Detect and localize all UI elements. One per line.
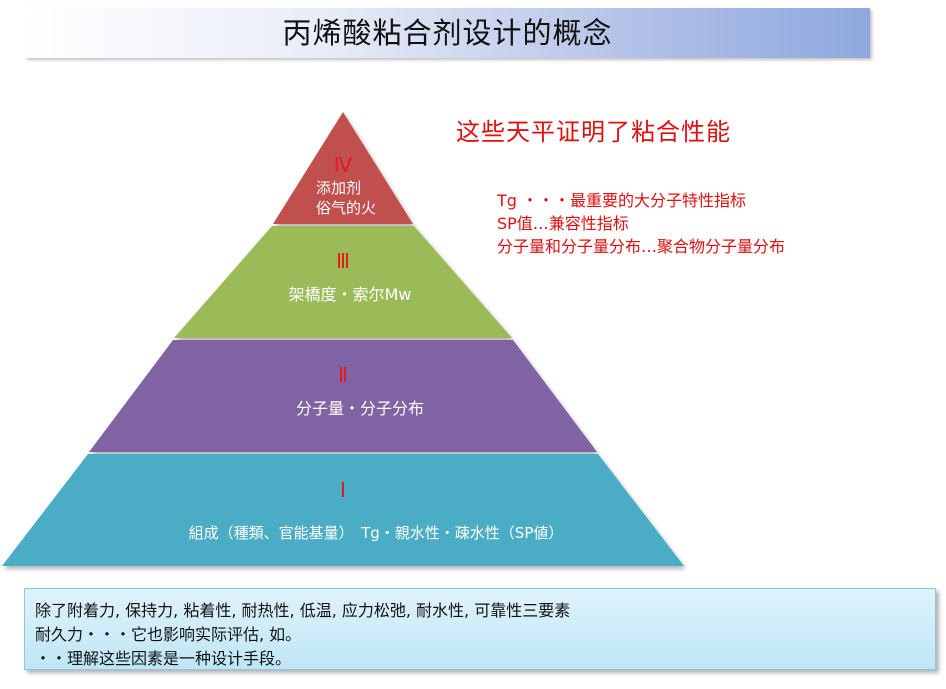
- notes-block: Tg ・・・最重要的大分子特性指标 SP值…兼容性指标 分子量和分子量分布…聚合…: [497, 189, 785, 258]
- summary-line-1: 除了附着力, 保持力, 粘着性, 耐热性, 低温, 应力松弛, 耐水性, 可靠性…: [35, 601, 571, 620]
- tier-3-label: 架橋度・索尔Mw: [289, 285, 412, 304]
- page-title: 丙烯酸粘合剂设计的概念: [282, 16, 613, 50]
- note-sp: SP值…兼容性指标: [497, 214, 629, 233]
- headline: 这些天平证明了粘合性能: [456, 118, 731, 146]
- tier-2-shape: [89, 340, 597, 452]
- tier-4-line-2: 俗气的火: [316, 199, 376, 217]
- tier-3-shape: [174, 226, 512, 338]
- tier-4-roman: Ⅳ: [334, 153, 353, 177]
- tier-4-line-1: 添加剂: [316, 179, 361, 197]
- note-tg: Tg ・・・最重要的大分子特性指标: [497, 191, 747, 210]
- summary-box: 除了附着力, 保持力, 粘着性, 耐热性, 低温, 应力松弛, 耐水性, 可靠性…: [24, 588, 936, 670]
- tier-4-shape: [273, 112, 413, 224]
- tier-2-roman: Ⅱ: [338, 363, 348, 387]
- tier-2-label: 分子量・分子分布: [296, 399, 424, 418]
- tier-1-shape: [2, 454, 684, 566]
- title-bar: 丙烯酸粘合剂设计的概念: [25, 8, 870, 58]
- tier-1-roman: Ⅰ: [340, 478, 346, 502]
- note-mw: 分子量和分子量分布…聚合物分子量分布: [497, 237, 786, 256]
- tier-1-label: 組成（種類、官能基量） Tg・親水性・疎水性（SP値）: [189, 524, 564, 542]
- summary-line-2: 耐久力・・・它也影响实际评估, 如。: [35, 625, 302, 644]
- tier-3-roman: Ⅲ: [336, 249, 350, 273]
- summary-line-3: ・・理解这些因素是一种设计手段。: [35, 649, 292, 668]
